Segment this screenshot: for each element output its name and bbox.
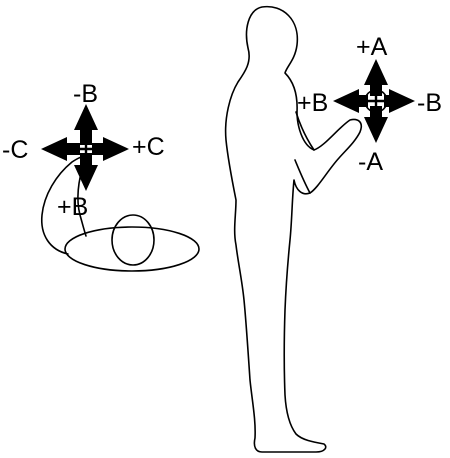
lying-person-arm-outline xyxy=(41,155,87,255)
left-gizmo-left-arrow xyxy=(41,137,80,161)
lying-person-body-outline xyxy=(64,226,200,272)
right-gizmo-left-label: +B xyxy=(297,89,328,117)
standing-person-outline xyxy=(224,5,363,453)
left-gizmo-down-arrow xyxy=(74,153,98,191)
left-gizmo-bottom-label: +B xyxy=(57,193,88,221)
right-gizmo-left-arrow xyxy=(333,89,368,113)
right-gizmo-up-arrow xyxy=(364,59,388,96)
right-gizmo-bottom-label: -A xyxy=(358,148,383,176)
lying-person-head-outline xyxy=(111,214,155,266)
right-gizmo-right-arrow xyxy=(384,89,415,113)
left-gizmo-right-arrow xyxy=(92,137,129,161)
left-gizmo-left-label: -C xyxy=(2,136,28,164)
left-gizmo-up-arrow xyxy=(74,104,98,145)
right-gizmo-top-label: +A xyxy=(356,33,388,61)
person-arm-outline xyxy=(294,111,315,194)
left-gizmo-top-label: -B xyxy=(73,80,98,108)
left-gizmo-right-label: +C xyxy=(132,133,165,161)
left-axis-gizmo xyxy=(41,104,129,191)
right-axis-gizmo xyxy=(333,59,415,143)
right-gizmo-right-label: -B xyxy=(417,89,442,117)
right-gizmo-down-arrow xyxy=(364,106,388,143)
